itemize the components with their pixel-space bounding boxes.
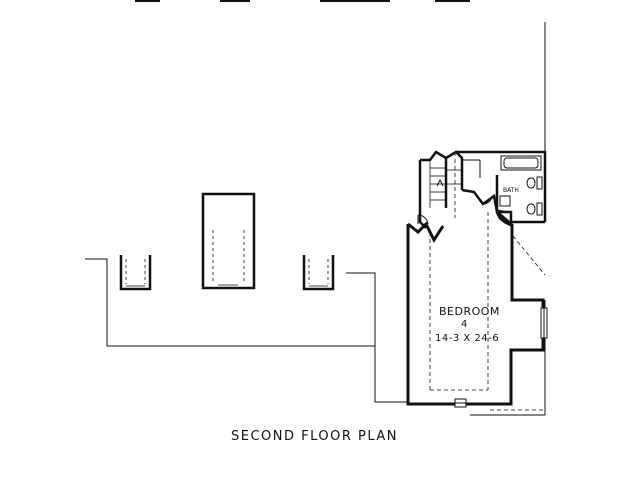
bath-fixtures — [462, 155, 543, 216]
stair-hall-walls — [418, 150, 547, 229]
room-number-label: 4 — [461, 319, 468, 330]
door-swings — [417, 195, 510, 225]
plan-title: SECOND FLOOR PLAN — [231, 429, 399, 444]
stair-treads — [429, 160, 462, 208]
room-name-label: BEDROOM — [439, 305, 500, 318]
dormer-left — [119, 255, 152, 291]
dashed-ceiling-lines — [429, 152, 546, 411]
dormer-right — [302, 255, 335, 291]
bath-label: BATH — [503, 187, 519, 194]
windows — [454, 307, 548, 408]
roof-outline — [85, 22, 546, 416]
room-dimensions-label: 14-3 X 24-6 — [435, 333, 500, 344]
dormer-center — [201, 192, 256, 290]
